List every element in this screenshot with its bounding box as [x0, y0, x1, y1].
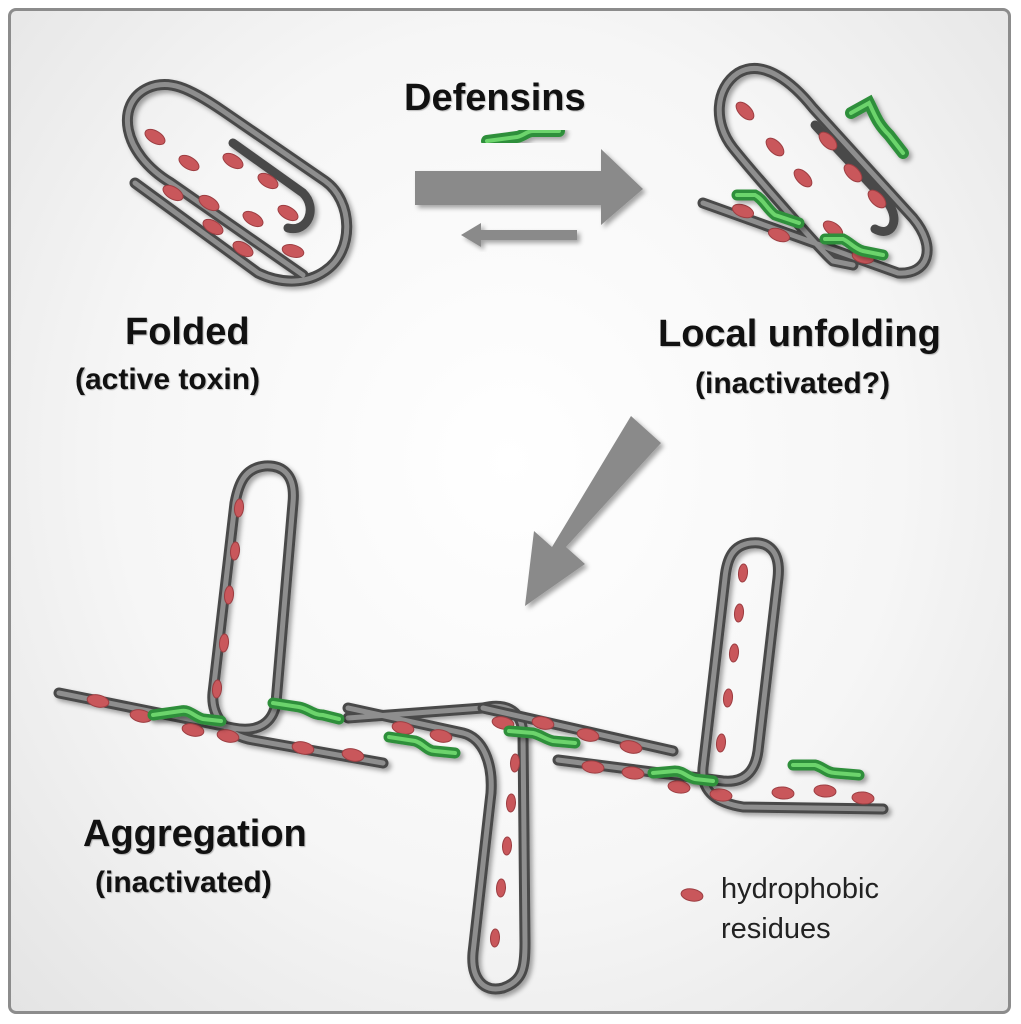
local-unfolding-label: Local unfolding	[658, 313, 941, 355]
defensin-peptide	[481, 125, 565, 147]
defensins-title: Defensins	[404, 77, 586, 119]
aggregation-label: Aggregation	[83, 813, 307, 855]
legend-residue-icon	[679, 886, 705, 904]
figure-frame: Defensins Folded (active toxin) Local un…	[8, 8, 1011, 1014]
bound-defensins-aggregate	[147, 697, 865, 787]
folded-label: Folded	[125, 311, 250, 353]
legend-label-line1: hydrophobic	[721, 873, 879, 905]
legend-label-line2: residues	[721, 913, 831, 945]
reverse-arrow	[461, 223, 577, 247]
folded-toxin	[122, 78, 353, 287]
aggregation-sublabel: (inactivated)	[95, 866, 272, 899]
diagram-canvas	[53, 63, 933, 995]
bound-defensins-top	[731, 94, 909, 261]
forward-arrow	[415, 149, 643, 225]
unfolded-toxin	[697, 63, 933, 279]
aggregation-arrow	[525, 416, 661, 606]
local-unfolding-sublabel: (inactivated?)	[695, 367, 891, 400]
folded-sublabel: (active toxin)	[75, 363, 261, 396]
